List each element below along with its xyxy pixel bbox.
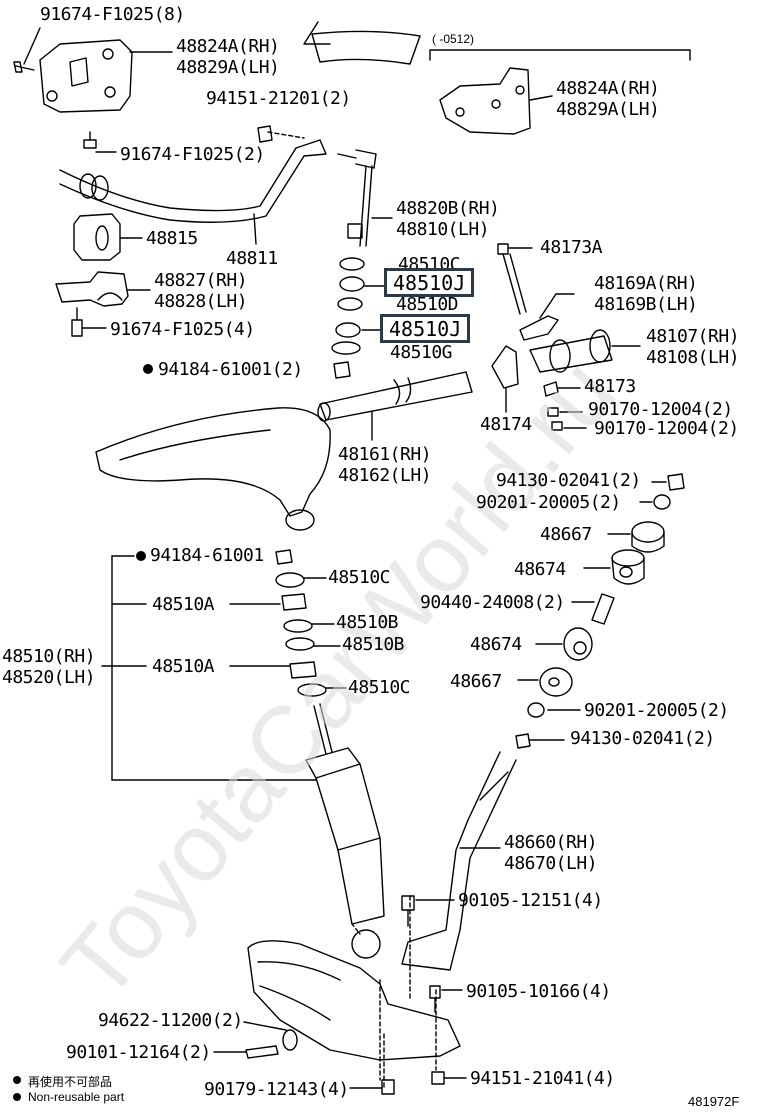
- bracket-48824a-right: [439, 67, 531, 135]
- label-90105-10166[interactable]: 90105-10166(4): [466, 981, 611, 1002]
- label-48667-top[interactable]: 48667: [540, 524, 592, 545]
- label-48824a-top[interactable]: 48824A(RH) 48829A(LH): [176, 36, 280, 78]
- clamp-48827: [55, 271, 129, 307]
- label-48173a[interactable]: 48173A: [540, 237, 603, 258]
- label-48169a[interactable]: 48169A(RH) 48169B(LH): [594, 273, 698, 315]
- label-48510b-2[interactable]: 48510B: [342, 634, 405, 655]
- diagram-code: 481972F: [688, 1094, 740, 1109]
- label-48510-rh[interactable]: 48510(RH) 48520(LH): [2, 646, 96, 688]
- label-48161[interactable]: 48161(RH) 48162(LH): [338, 444, 432, 486]
- label-48107[interactable]: 48107(RH) 48108(LH): [646, 326, 740, 368]
- label-48510d[interactable]: 48510D: [396, 294, 459, 315]
- shock-absorber: [305, 703, 385, 959]
- label-91674-f1025-2[interactable]: 91674-F1025(2): [120, 144, 265, 165]
- label-94130-02041-top[interactable]: 94130-02041(2): [496, 470, 641, 491]
- label-48674-bottom[interactable]: 48674: [470, 634, 522, 655]
- label-94151-21201[interactable]: 94151-21201(2): [206, 88, 351, 109]
- bushing-48674-top: [611, 549, 645, 585]
- label-48173[interactable]: 48173: [584, 376, 636, 397]
- label-48510c-a[interactable]: 48510C: [328, 567, 391, 588]
- label-48815[interactable]: 48815: [146, 228, 198, 249]
- lower-control-arm: [247, 940, 461, 1061]
- label-48510c-b[interactable]: 48510C: [348, 677, 411, 698]
- legend-japanese: 再使用不可部品: [28, 1075, 113, 1089]
- date-range: ( -0512): [432, 32, 475, 46]
- label-48674-top[interactable]: 48674: [514, 559, 566, 580]
- lower-link-rod: [401, 751, 517, 971]
- label-91674-f1025-4[interactable]: 91674-F1025(4): [110, 319, 255, 340]
- label-90170-12004-b[interactable]: 90170-12004(2): [594, 418, 739, 439]
- upper-arm-shaft: [317, 371, 473, 422]
- label-90179-12143[interactable]: 90179-12143(4): [204, 1079, 349, 1100]
- label-94151-21041[interactable]: 94151-21041(4): [470, 1068, 615, 1089]
- label-90440-24008[interactable]: 90440-24008(2): [420, 592, 565, 613]
- label-48820b[interactable]: 48820B(RH) 48810(LH): [396, 198, 500, 240]
- label-90170-12004-a[interactable]: 90170-12004(2): [588, 399, 733, 420]
- label-48667-bottom[interactable]: 48667: [450, 671, 502, 692]
- label-94130-02041-bottom[interactable]: 94130-02041(2): [570, 728, 715, 749]
- label-94622-11200[interactable]: 94622-11200(2): [98, 1010, 243, 1031]
- label-90101-12164[interactable]: 90101-12164(2): [66, 1042, 211, 1063]
- label-48811[interactable]: 48811: [226, 248, 278, 269]
- bushing-48667-bottom: [539, 667, 573, 697]
- link-rod: [337, 149, 377, 247]
- label-48824a-right[interactable]: 48824A(RH) 48829A(LH): [556, 78, 660, 120]
- label-48510j-highlight-1[interactable]: 48510J: [384, 268, 475, 297]
- label-48510a-1[interactable]: 48510A: [152, 594, 215, 615]
- bushing-48815: [73, 213, 121, 261]
- bushing-48107: [529, 329, 613, 373]
- upper-control-arm: [95, 407, 331, 531]
- label-90201-20005-bottom[interactable]: 90201-20005(2): [584, 700, 729, 721]
- label-48827[interactable]: 48827(RH) 48828(LH): [154, 270, 248, 312]
- bushing-48667-top: [631, 521, 665, 553]
- bolt-91674-top: [13, 27, 41, 73]
- label-48510b-1[interactable]: 48510B: [336, 612, 399, 633]
- stabilizer-bar: [59, 139, 327, 223]
- label-90201-20005-top[interactable]: 90201-20005(2): [476, 492, 621, 513]
- bushing-48674-bottom: [563, 627, 593, 661]
- label-48510j-highlight-2[interactable]: 48510J: [380, 314, 471, 343]
- label-90105-12151[interactable]: 90105-12151(4): [458, 890, 603, 911]
- label-94184-61001-shock[interactable]: 94184-61001: [150, 545, 264, 566]
- label-48660[interactable]: 48660(RH) 48670(LH): [504, 832, 598, 874]
- bracket-48824a-top: [39, 39, 133, 113]
- label-91674-f1025-8[interactable]: 91674-F1025(8): [40, 4, 185, 25]
- label-48174[interactable]: 48174: [480, 414, 532, 435]
- label-94184-61001-2[interactable]: 94184-61001(2): [158, 359, 303, 380]
- legend-english: Non-reusable part: [28, 1090, 125, 1104]
- label-48510a-2[interactable]: 48510A: [152, 656, 215, 677]
- sleeve-90440: [591, 593, 615, 625]
- label-48510g[interactable]: 48510G: [390, 342, 453, 363]
